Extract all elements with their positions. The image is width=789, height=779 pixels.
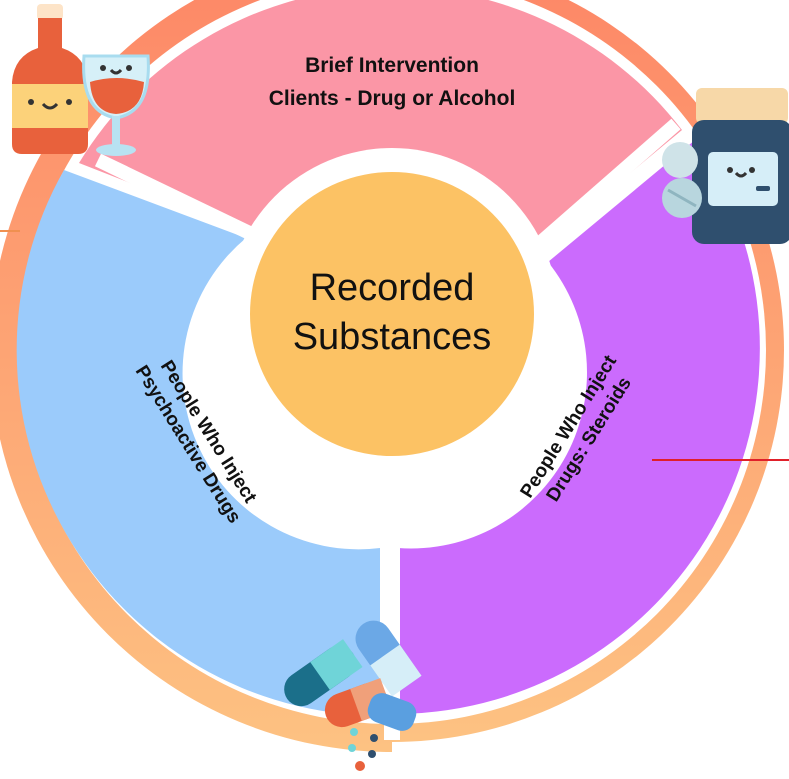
top-label-line1: Brief Intervention [305,54,479,77]
wine-bottle-icon [12,4,88,154]
capsules-icon [284,620,422,771]
segment-right [398,140,760,714]
top-label-line2: Clients - Drug or Alcohol [269,87,516,110]
segment-label-top: Brief Intervention Clients - Drug or Alc… [269,54,516,110]
pill-jar-icon [662,88,789,244]
segment-left [16,170,380,716]
wine-glass-icon [82,54,150,156]
center-label-line2: Substances [293,316,492,358]
segment-top [79,0,682,252]
center-circle: Recorded Substances [226,148,558,480]
center-label-line1: Recorded [310,267,475,309]
